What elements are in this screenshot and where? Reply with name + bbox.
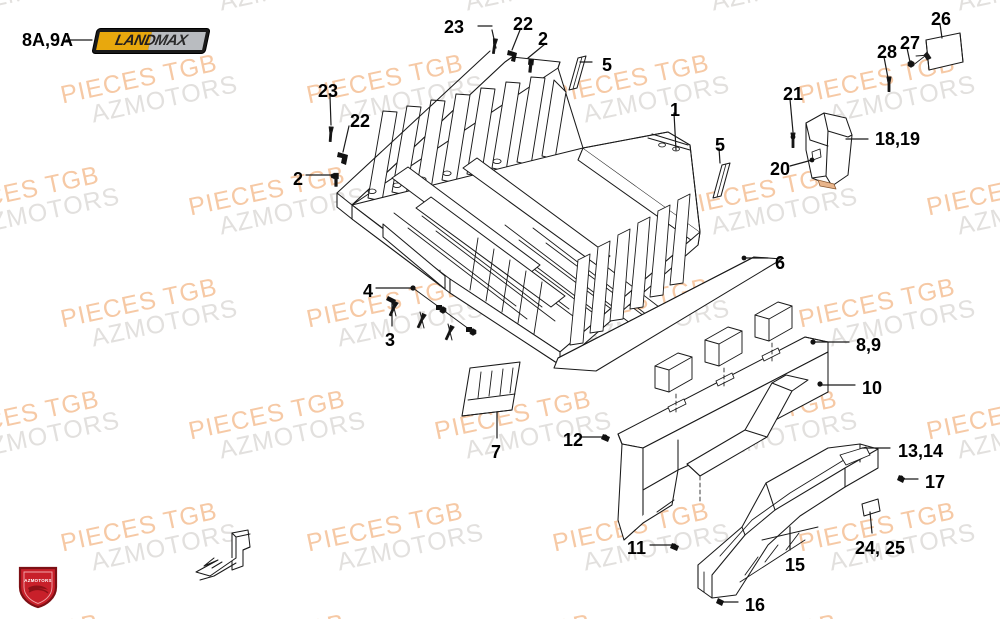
callout-screw: 12 [563, 430, 584, 450]
mud-flap-18-19 [805, 112, 853, 190]
assembly-guides [675, 342, 773, 503]
callout-screw: 16 [745, 595, 766, 615]
callout-cargo-bed: 1 [670, 100, 681, 120]
landmax-decal: LANDMAX [92, 29, 210, 53]
callout-bolt: 2 [293, 169, 304, 189]
callout-screw: 17 [925, 472, 946, 492]
bracket-part7 [461, 361, 521, 417]
callout-side-panel-rh: 8,9 [856, 335, 882, 355]
callout-grommet: 24, 25 [855, 538, 906, 558]
callout-rubber-strip: 5 [602, 55, 613, 75]
leader-lines [65, 23, 943, 603]
rubber-strip-5b [712, 162, 731, 199]
grommet-24-25 [861, 498, 881, 517]
inner-cover-10 [686, 374, 809, 477]
callout-screw: 3 [385, 330, 396, 350]
callout-screw: 23 [444, 17, 465, 37]
rubber-strip-5a [568, 55, 587, 91]
bed-mat-panel [553, 256, 783, 372]
callout-bracket: 7 [491, 442, 502, 462]
callout-washer: 28 [877, 42, 898, 62]
badge-text-left: LAND [113, 32, 157, 49]
callout-nut: 4 [363, 281, 374, 301]
callout-screw: 23 [318, 81, 339, 101]
clip-nut-glyph [337, 50, 517, 165]
callout-nut: 27 [900, 33, 921, 53]
callout-screw: 21 [783, 84, 804, 104]
small-screw-heads [601, 434, 905, 606]
unlabeled-bracket [195, 529, 251, 581]
callout-bed-mat: 6 [775, 253, 786, 273]
callout-inner-cover: 10 [862, 378, 883, 398]
callout-clip-nut: 22 [513, 14, 534, 34]
badge-text-right: MAX [153, 32, 189, 49]
badge-text: LANDMAX [93, 31, 209, 51]
callout-reflector-plate: 26 [931, 9, 952, 29]
callout-clip-nut: 22 [350, 111, 371, 131]
callout-rivet: 20 [770, 159, 791, 179]
svg-text:AZMOTORS: AZMOTORS [24, 578, 51, 583]
cargo-bed-assembly [336, 50, 701, 366]
callout-mud-flap: 18,19 [875, 129, 921, 149]
callout-rubber-strip: 5 [715, 135, 726, 155]
callout-panel-edge: 15 [785, 555, 806, 575]
callout-landmax-decal: 8A,9A [22, 30, 74, 50]
rear-side-panel-13-14 [697, 443, 879, 599]
reflector-plate-26 [915, 32, 964, 71]
callout-rear-side-panel: 13,14 [898, 441, 944, 461]
azmotors-logo: AZMOTORS [18, 565, 58, 609]
fastener-row-3-4 [386, 287, 477, 341]
callout-screw: 11 [627, 538, 647, 558]
callout-bolt: 2 [538, 29, 549, 49]
